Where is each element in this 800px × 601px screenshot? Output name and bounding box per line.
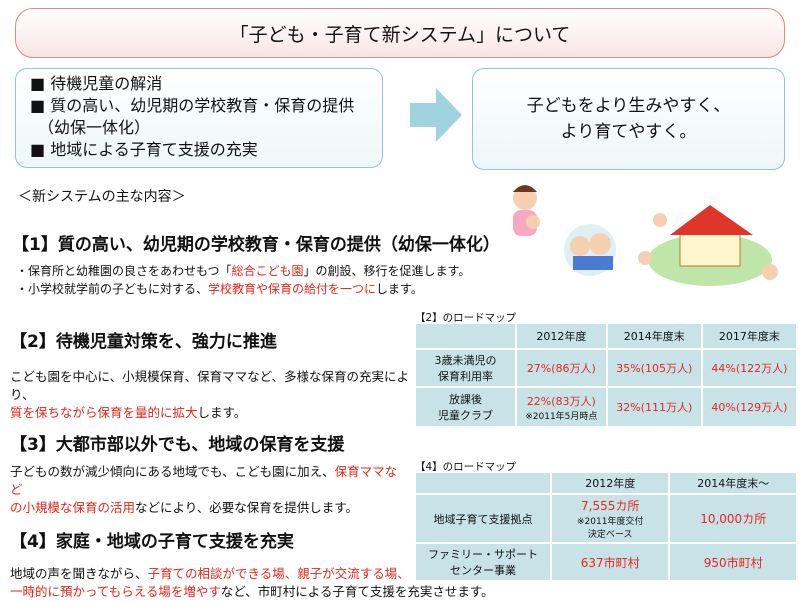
highlight: 保育ママなど — [10, 464, 398, 497]
row-label: センター事業 — [450, 564, 516, 577]
row-label: 3歳未満児の — [434, 354, 497, 367]
row-label: ファミリー・サポート — [428, 548, 538, 561]
mother-child-icon — [513, 185, 540, 236]
cell: 35%(105万人) — [607, 350, 701, 386]
column-header: 2014年度末 — [607, 324, 701, 348]
highlight: の小規模な保育の活用 — [10, 500, 136, 515]
cell: 10,000カ所 — [670, 495, 796, 542]
section3-body: 子どもの数が減少傾向にある地域でも、こども園に加え、保育ママなどの小規模な保育の… — [10, 463, 405, 517]
highlight: 子育ての相談ができる場、親子が交流する場、 — [147, 566, 410, 581]
row-label: 保育利用率 — [438, 370, 493, 383]
text: 子どもの数が減少傾向にある地域でも、こども園に加え、 — [10, 464, 335, 479]
goal-item: ■ 待機児童の解消 — [30, 74, 163, 93]
goal-item: ■ 質の高い、幼児期の学校教育・保育の提供 — [30, 96, 355, 115]
row-label: 放課後 — [449, 393, 482, 406]
text: などにより、必要な保育を提供します。 — [135, 500, 359, 515]
section2-heading: 【2】待機児童対策を、強力に推進 — [10, 332, 277, 352]
column-header: 2014年度末～ — [670, 473, 796, 493]
arrow-right-icon — [410, 88, 462, 142]
column-header: 2012年度 — [552, 473, 669, 493]
cell: 7,555カ所 — [581, 499, 640, 513]
section4-heading: 【4】家庭・地域の子育て支援を充実 — [10, 532, 294, 552]
roadmap2-caption: 【2】のロードマップ — [415, 312, 517, 324]
empty-cell — [416, 473, 550, 493]
cell-note: ※2011年度交付 — [576, 517, 644, 527]
title-box: 「子ども・子育て新システム」について — [15, 8, 785, 58]
roadmap4-caption: 【4】のロードマップ — [415, 461, 517, 473]
section3-heading: 【3】大都市部以外でも、地域の保育を支援 — [10, 435, 345, 455]
column-header: 2017年度末 — [702, 324, 796, 348]
house-icon — [638, 205, 778, 286]
highlight: 質を保ちながら保育を量的に拡大 — [10, 405, 198, 420]
text: こども園を中心に、小規模保育、保育ママなど、多様な保育の充実により、 — [10, 369, 410, 402]
section4-body: 地域の声を聞きながら、子育ての相談ができる場、親子が交流する場、一時的に預かって… — [10, 565, 800, 601]
vision-line: 子どもをより生みやすく、 — [526, 96, 731, 116]
section1-body: ・保育所と幼稚園の良さをあわせもつ「総合こども園」の創設、移行を促進します。 ・… — [16, 262, 470, 298]
page-title: 「子ども・子育て新システム」について — [229, 23, 571, 46]
family-illustration — [513, 185, 778, 286]
column-header: 2012年度 — [517, 324, 606, 348]
highlight: 一時的に預かってもらえる場を増やす — [10, 584, 221, 599]
cell: 40%(129万人) — [702, 388, 796, 426]
cell-note: ※2011年5月時点 — [525, 411, 598, 422]
goal-item: ■ 地域による子育て支援の充実 — [30, 140, 258, 159]
cell: 32%(111万人) — [607, 388, 701, 426]
text: 」の創設、移行を促進します。 — [303, 264, 471, 278]
table-row: 放課後児童クラブ 22%(83万人) ※2011年5月時点 32%(111万人)40%… — [416, 388, 796, 426]
empty-cell — [416, 324, 515, 348]
cell: 22%(83万人) — [526, 394, 596, 408]
row-label: 地域子育て支援拠点 — [416, 495, 550, 542]
cell: 637市町村 — [552, 544, 669, 580]
text: します。 — [197, 405, 247, 420]
vision-line: より育てやすく。 — [560, 122, 697, 142]
cell: 44%(122万人) — [702, 350, 796, 386]
goals-box: ■ 待機児童の解消 ■ 質の高い、幼児期の学校教育・保育の提供 （幼保一体化） … — [15, 68, 383, 168]
highlight: 総合こども園 — [231, 264, 304, 278]
text: ・小学校就学前の子どもに対する、 — [16, 282, 209, 296]
row-label: 児童クラブ — [438, 409, 493, 422]
vision-box: 子どもをより生みやすく、 より育てやすく。 — [472, 68, 785, 170]
section2-body: こども園を中心に、小規模保育、保育ママなど、多様な保育の充実により、質を保ちなが… — [10, 368, 420, 422]
table-row: 地域子育て支援拠点 7,555カ所 ※2011年度交付決定ベース 10,000カ所 — [416, 495, 796, 542]
text: します。 — [376, 282, 423, 296]
section1-heading: 【1】質の高い、幼児期の学校教育・保育の提供（幼保一体化） — [12, 235, 500, 255]
cell: 27%(86万人) — [517, 350, 606, 386]
text: 地域の声を聞きながら、 — [10, 566, 148, 581]
cell-note: 決定ベース — [587, 530, 633, 540]
table-row: 3歳未満児の保育利用率 27%(86万人)35%(105万人)44%(122万人) — [416, 350, 796, 386]
highlight: 学校教育や保育の給付を一つに — [208, 282, 377, 296]
main-heading: ＜新システムの主な内容＞ — [18, 189, 186, 205]
goal-item: （幼保一体化） — [30, 118, 151, 137]
text: など、市町村による子育て支援を充実させます。 — [220, 584, 494, 599]
cell: 950市町村 — [670, 544, 796, 580]
parent-child-icon — [564, 224, 616, 276]
text: ・保育所と幼稚園の良さをあわせもつ「 — [16, 264, 232, 278]
